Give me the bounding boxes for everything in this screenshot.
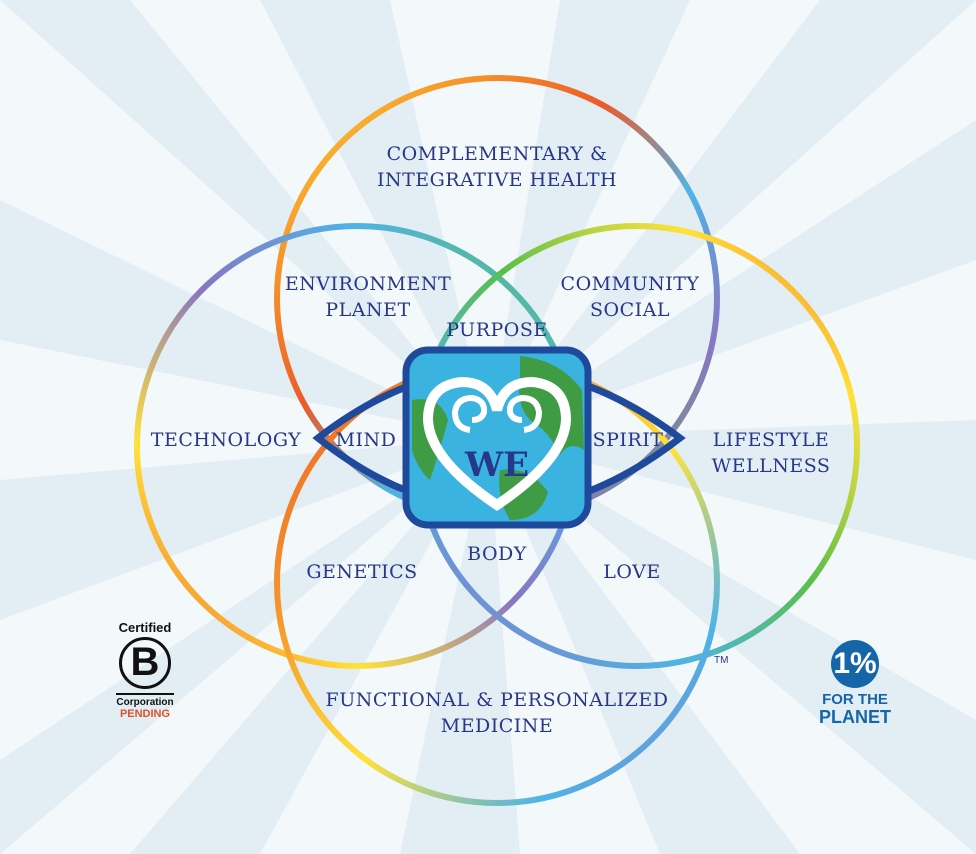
label-community-1: COMMUNITY <box>561 273 700 295</box>
label-spirit: SPIRIT <box>593 429 664 451</box>
label-functional-2: MEDICINE <box>441 715 554 737</box>
bcorp-divider <box>116 693 174 695</box>
one-percent-icon: 1% <box>831 640 879 688</box>
bcorp-pending-text: PENDING <box>119 708 171 720</box>
label-lifestyle-1: LIFESTYLE <box>713 429 829 451</box>
bcorp-corporation-text: Corporation <box>116 697 174 708</box>
one-percent-line1: FOR THE <box>822 691 888 708</box>
label-complementary-1: COMPLEMENTARY & <box>387 143 608 165</box>
swirl-right-icon <box>506 394 543 433</box>
label-genetics: GENETICS <box>306 561 417 583</box>
bcorp-certified-text: Certified <box>118 620 172 635</box>
label-complementary-2: INTEGRATIVE HEALTH <box>377 169 617 191</box>
bcorp-b-icon: B <box>119 637 171 689</box>
label-environment-1: ENVIRONMENT <box>285 273 451 295</box>
label-love: LOVE <box>603 561 660 583</box>
label-purpose: PURPOSE <box>446 319 548 341</box>
one-percent-line2: PLANET <box>819 707 891 727</box>
heart-icon <box>422 376 572 512</box>
label-lifestyle-2: WELLNESS <box>712 455 831 477</box>
label-body: BODY <box>467 543 527 565</box>
center-label: WE <box>464 445 529 485</box>
label-functional-1: FUNCTIONAL & PERSONALIZED <box>326 689 669 711</box>
one-percent-badge: 1% FOR THE PLANET <box>800 640 910 740</box>
bcorp-badge: Certified B Corporation PENDING <box>110 620 180 730</box>
label-community-2: SOCIAL <box>590 299 670 321</box>
label-technology: TECHNOLOGY <box>151 429 301 451</box>
swirl-left-icon <box>451 394 488 433</box>
label-mind: MIND <box>336 429 397 451</box>
trademark-mark: TM <box>714 655 729 666</box>
globe-land-bottom <box>499 469 548 520</box>
label-environment-2: PLANET <box>325 299 410 321</box>
